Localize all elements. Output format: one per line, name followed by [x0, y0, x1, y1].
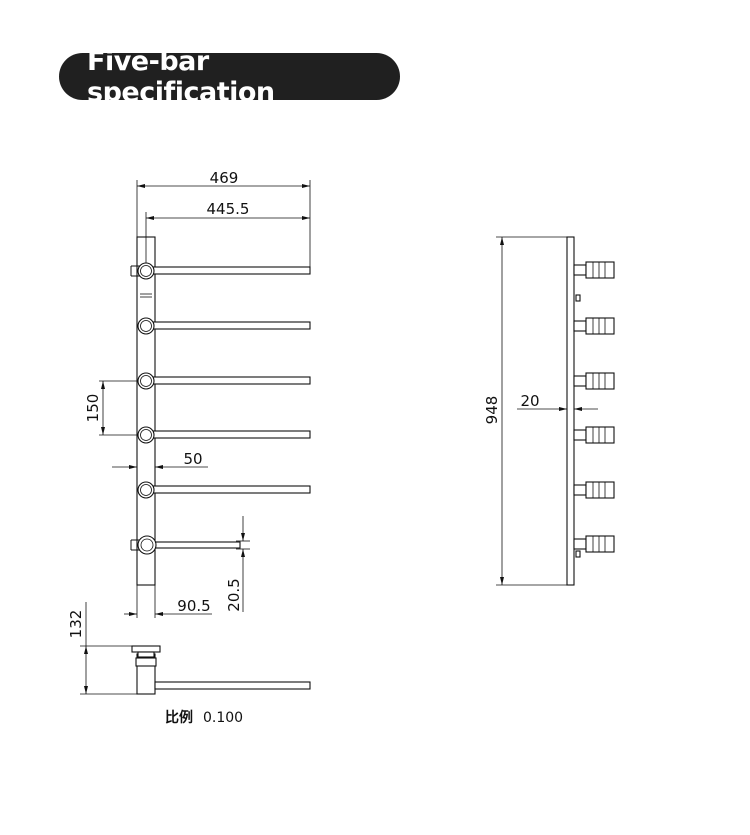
- side-bracket-5: [573, 481, 615, 499]
- front-view: 469 445.5 150 50: [84, 169, 311, 618]
- page-title: Five-bar specification: [59, 46, 400, 108]
- scale-value: 0.100: [203, 710, 243, 726]
- side-view-marker: [575, 550, 581, 558]
- scale-label: 比例: [165, 709, 193, 726]
- dim-20-5-label: 20.5: [225, 578, 243, 611]
- side-bracket-2: [573, 317, 615, 335]
- dim-150-label: 150: [84, 394, 102, 423]
- side-bracket-3: [573, 372, 615, 390]
- scale-note: 比例 0.100: [165, 709, 243, 726]
- dim-469-label: 469: [210, 169, 239, 187]
- top-view: 132: [67, 602, 311, 695]
- top-bracket: [130, 265, 140, 277]
- side-bracket-4: [573, 426, 615, 444]
- side-view-marker: [575, 294, 581, 302]
- dim-445-5-label: 445.5: [207, 200, 250, 218]
- dim-20-5: 20.5: [225, 516, 250, 612]
- front-bar-2: [137, 317, 311, 335]
- dim-150: 150: [84, 380, 138, 436]
- front-bar-5: [137, 481, 311, 499]
- page-title-text: Five-bar specification: [87, 45, 275, 108]
- dim-469: 469: [136, 169, 311, 267]
- dim-20-label: 20: [520, 392, 539, 410]
- dim-20: 20: [517, 392, 598, 411]
- top-view-bar: [154, 681, 311, 690]
- front-bar-4: [137, 426, 311, 444]
- dim-445-5: 445.5: [145, 200, 310, 263]
- dim-90-5: 90.5: [124, 585, 212, 618]
- front-bottom-mount: [130, 535, 241, 555]
- dim-90-5-label: 90.5: [177, 597, 210, 615]
- dim-132: 132: [67, 602, 137, 695]
- side-bracket-6: [573, 535, 615, 553]
- dim-948: 948: [483, 236, 567, 586]
- front-vertical-post: [136, 236, 156, 586]
- dim-50: 50: [112, 450, 208, 469]
- side-bracket-1: [573, 261, 615, 279]
- top-view-cap: [131, 645, 161, 653]
- dim-132-label: 132: [67, 610, 85, 639]
- side-view: 948 20: [483, 236, 615, 586]
- side-view-post: [566, 236, 575, 586]
- top-view-collar: [137, 651, 155, 658]
- dim-948-label: 948: [483, 396, 501, 425]
- front-bar-1: [137, 262, 311, 280]
- dim-50-label: 50: [183, 450, 202, 468]
- front-bar-3: [137, 372, 311, 390]
- top-view-collar: [135, 657, 157, 667]
